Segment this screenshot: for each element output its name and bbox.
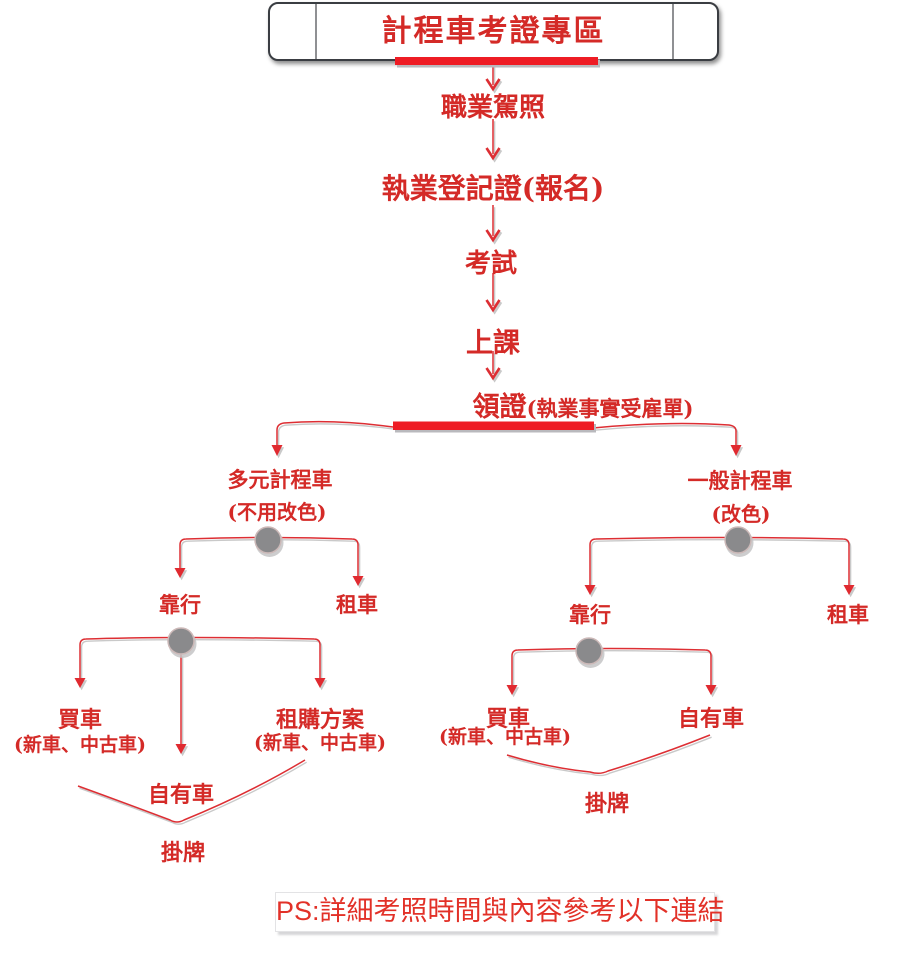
junction-dot-shadow: [576, 640, 605, 668]
get-certificate-main: 領證: [472, 392, 527, 423]
junction-dot: [254, 526, 282, 554]
step-get-certificate: 領證(執業事實受雇單): [418, 385, 748, 424]
title-box: 計程車考證專區: [268, 2, 719, 61]
title-box-left-divider: [315, 4, 317, 59]
step-class: 上課: [466, 328, 520, 359]
junction-dot: [724, 526, 752, 554]
right-option-join-fleet: 靠行: [569, 602, 611, 627]
certificate-underline-bar-shadow: [395, 424, 596, 433]
left-sub-rent-to-own-note: (新車、中古車): [254, 732, 386, 754]
right-sub-own-car: 自有車: [677, 706, 744, 732]
left-branch-title: 多元計程車: [227, 467, 333, 492]
page-title: 計程車考證專區: [381, 14, 606, 49]
ps-note-text: PS:詳細考照時間與內容參考以下連結: [276, 896, 725, 926]
title-box-right-divider: [672, 4, 674, 59]
get-certificate-sub: (執業事實受雇單): [526, 396, 694, 421]
right-sub-buy-car-note: (新車、中古車): [439, 726, 571, 748]
step-practice-registration: 執業登記證(報名): [381, 172, 605, 205]
right-result-plate: 掛牌: [584, 791, 629, 817]
left-option-join-fleet: 靠行: [159, 592, 201, 617]
junction-dot: [167, 627, 195, 655]
right-branch-note: (改色): [711, 502, 771, 526]
left-result-plate: 掛牌: [160, 840, 205, 866]
right-option-rent-car: 租車: [827, 602, 869, 627]
right-branch-title: 一般計程車: [687, 468, 793, 493]
junction-dot-shadow: [255, 529, 284, 557]
step-exam: 考試: [464, 249, 517, 279]
junction-dot-shadow: [168, 630, 197, 658]
left-option-rent-car: 租車: [336, 592, 378, 617]
left-sub-buy-car-note: (新車、中古車): [14, 734, 146, 756]
ps-note-box: PS:詳細考照時間與內容參考以下連結: [275, 892, 725, 932]
step-professional-license: 職業駕照: [440, 93, 545, 123]
junction-dot: [575, 637, 603, 665]
junction-dots: [167, 526, 754, 668]
junction-dot-shadow: [725, 529, 754, 557]
left-sub-own-car: 自有車: [147, 782, 214, 808]
left-branch-note: (不用改色): [227, 500, 327, 524]
